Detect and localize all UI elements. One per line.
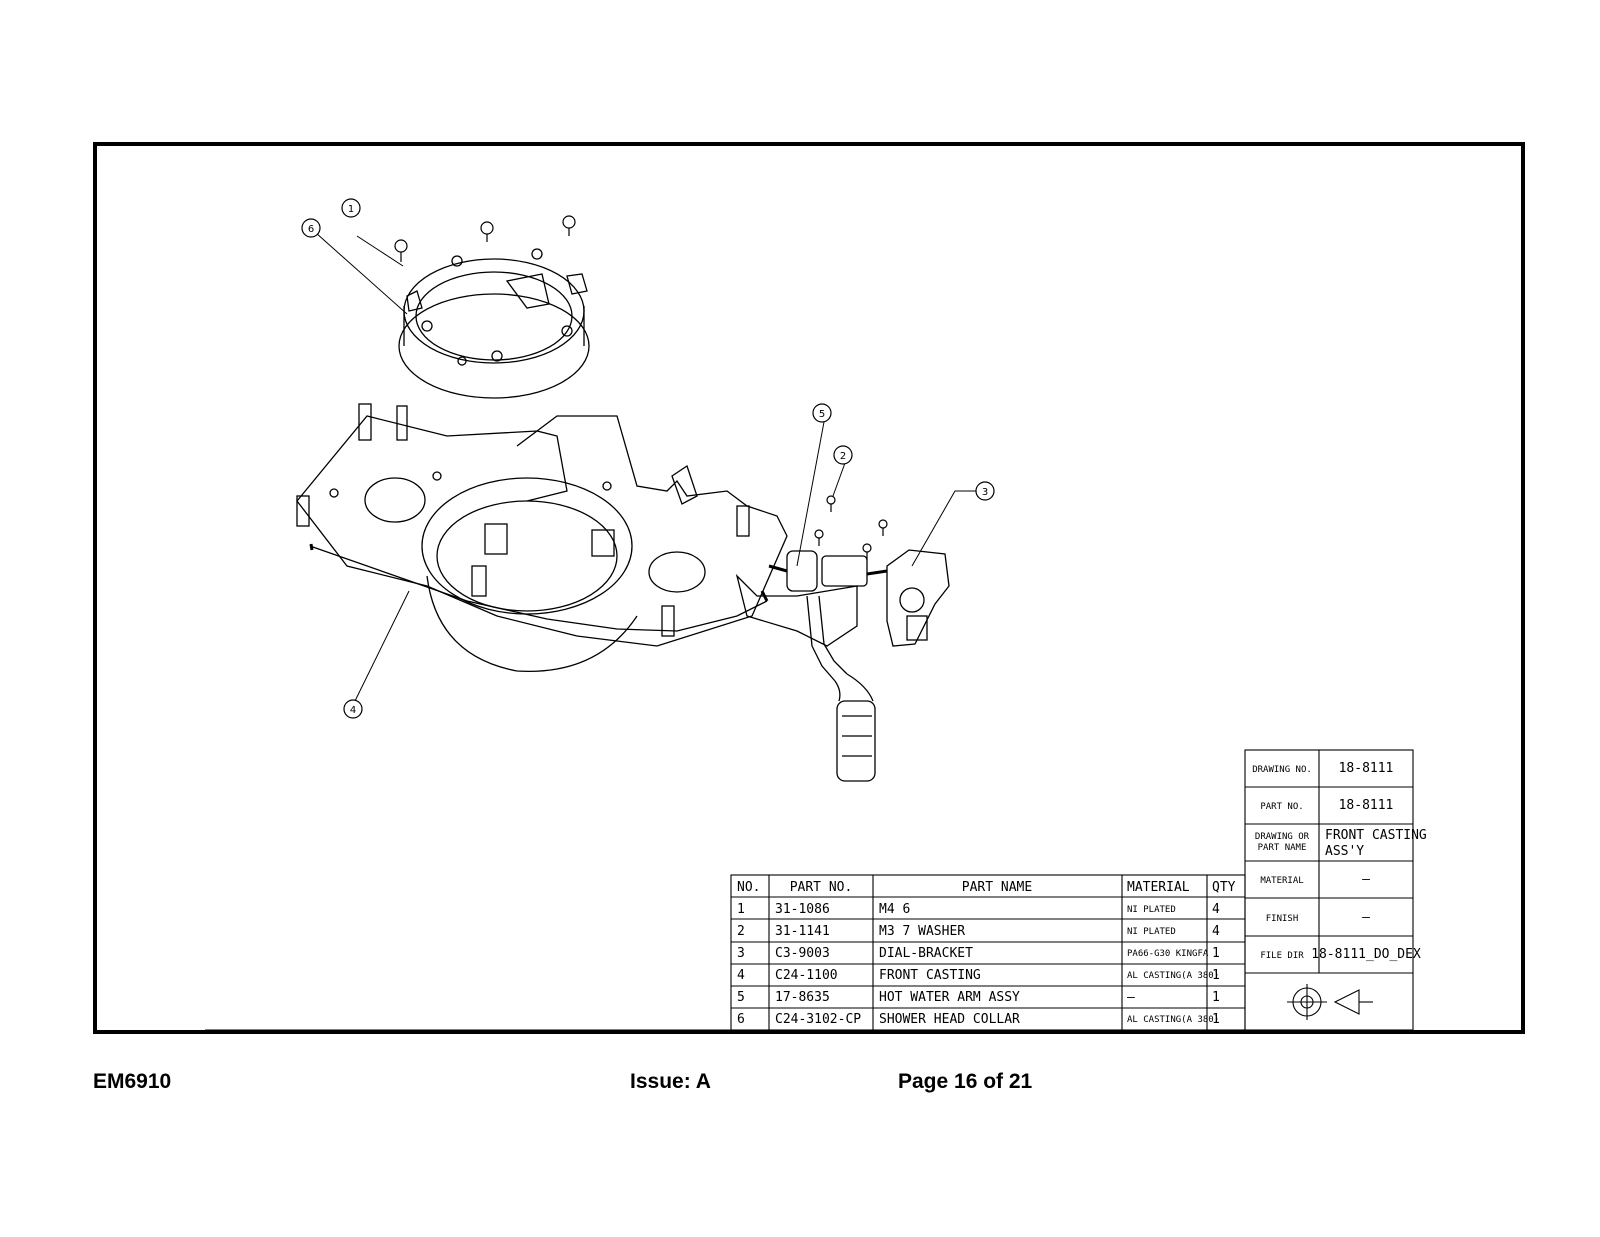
leader-lines	[315, 232, 977, 702]
title-block	[1244, 749, 1414, 1030]
bom-cell-material: —	[1127, 990, 1135, 1005]
bom-cell-qty: 4	[1212, 902, 1220, 917]
bom-row-3: 3 C3-9003 DIAL-BRACKET PA66-G30 KINGFA 1	[737, 946, 1220, 961]
file-dir-value: 18-8111_DO_DEX	[1311, 947, 1421, 962]
callout-6: 6	[308, 224, 314, 235]
bom-cell-no: 1	[737, 902, 745, 917]
material-value: —	[1362, 872, 1370, 887]
bom-cell-material: NI PLATED	[1127, 905, 1176, 915]
dial-bracket-part	[886, 549, 950, 647]
bom-cell-part-name: HOT WATER ARM ASSY	[879, 990, 1020, 1005]
part-name-value-line1: FRONT CASTING	[1325, 828, 1427, 843]
bom-cell-qty: 1	[1212, 946, 1220, 961]
page-number: Page 16 of 21	[898, 1070, 1033, 1093]
part-name-label-line1: DRAWING OR	[1255, 832, 1310, 842]
bom-cell-part-no: 31-1086	[775, 902, 830, 917]
finish-value: —	[1362, 910, 1370, 925]
bom-cell-material: AL CASTING(A 380)	[1127, 971, 1219, 981]
drawing-no-label: DRAWING NO.	[1252, 765, 1312, 775]
bom-row-6: 6 C24-3102-CP SHOWER HEAD COLLAR AL CAST…	[737, 1012, 1220, 1027]
screws	[394, 215, 888, 560]
title-block-text: DRAWING NO. 18-8111 PART NO. 18-8111 DRA…	[1252, 761, 1427, 962]
drawing-sheet: 1 2 3 4 5 6 DRAWING NO. 18-8111 PART NO.…	[93, 142, 1525, 1034]
bom-cell-part-no: C24-3102-CP	[775, 1012, 861, 1027]
bom-cell-no: 2	[737, 924, 745, 939]
bom-table-grid	[205, 874, 1246, 1030]
bom-header-part-name: PART NAME	[962, 880, 1032, 895]
bom-cell-part-name: DIAL-BRACKET	[879, 946, 973, 961]
file-dir-label: FILE DIR	[1260, 951, 1304, 961]
callout-1: 1	[348, 204, 354, 215]
bom-header-no: NO.	[737, 880, 760, 895]
shower-head-collar-part	[398, 248, 590, 399]
bom-cell-qty: 4	[1212, 924, 1220, 939]
bom-cell-no: 6	[737, 1012, 745, 1027]
callout-5: 5	[819, 409, 825, 420]
bom-cell-qty: 1	[1212, 1012, 1220, 1027]
issue-label: Issue: A	[630, 1070, 711, 1093]
bom-cell-material: NI PLATED	[1127, 927, 1176, 937]
part-no-value: 18-8111	[1339, 798, 1394, 813]
drawing-no-value: 18-8111	[1339, 761, 1394, 776]
front-casting-part	[296, 403, 788, 673]
bom-cell-part-no: 31-1141	[775, 924, 830, 939]
bom-cell-no: 3	[737, 946, 745, 961]
bom-cell-no: 4	[737, 968, 745, 983]
callout-bubbles	[301, 198, 995, 719]
bom-header-part-no: PART NO.	[790, 880, 853, 895]
exploded-assembly-drawing: 1 2 3 4 5 6 DRAWING NO. 18-8111 PART NO.…	[205, 198, 1427, 1030]
part-name-value-line2: ASS'Y	[1325, 844, 1364, 859]
bom-row-1: 1 31-1086 M4 6 NI PLATED 4	[737, 902, 1220, 917]
part-no-label: PART NO.	[1260, 802, 1303, 812]
bom-cell-part-no: 17-8635	[775, 990, 830, 1005]
bom-cell-part-name: SHOWER HEAD COLLAR	[879, 1012, 1020, 1027]
bom-cell-part-name: M4 6	[879, 902, 910, 917]
bom-cell-qty: 1	[1212, 968, 1220, 983]
bom-cell-qty: 1	[1212, 990, 1220, 1005]
bom-cell-no: 5	[737, 990, 745, 1005]
bom-cell-part-no: C24-1100	[775, 968, 838, 983]
callout-4: 4	[350, 705, 356, 716]
bom-header-qty: QTY	[1212, 880, 1236, 895]
material-label: MATERIAL	[1260, 876, 1303, 886]
bom-cell-part-no: C3-9003	[775, 946, 830, 961]
bom-cell-material: PA66-G30 KINGFA	[1127, 949, 1209, 959]
bom-row-2: 2 31-1141 M3 7 WASHER NI PLATED 4	[737, 924, 1220, 939]
bom-cell-part-name: FRONT CASTING	[879, 968, 981, 983]
projection-symbol-icon	[1287, 984, 1373, 1020]
part-name-label-line2: PART NAME	[1258, 843, 1307, 853]
bom-cell-material: AL CASTING(A 380)	[1127, 1015, 1219, 1025]
bom-row-5: 5 17-8635 HOT WATER ARM ASSY — 1	[737, 990, 1220, 1005]
hot-water-arm-assembly	[735, 550, 888, 782]
document-id: EM6910	[93, 1070, 172, 1093]
finish-label: FINISH	[1266, 914, 1299, 924]
bom-header-material: MATERIAL	[1127, 880, 1190, 895]
bom-header-row: NO. PART NO. PART NAME MATERIAL QTY	[737, 880, 1236, 895]
bom-table: NO. PART NO. PART NAME MATERIAL QTY 1 31…	[737, 880, 1236, 1027]
callout-2: 2	[840, 451, 846, 462]
callout-3: 3	[982, 487, 988, 498]
bom-cell-part-name: M3 7 WASHER	[879, 924, 965, 939]
callout-labels: 1 2 3 4 5 6	[308, 204, 988, 716]
bom-row-4: 4 C24-1100 FRONT CASTING AL CASTING(A 38…	[737, 968, 1220, 983]
